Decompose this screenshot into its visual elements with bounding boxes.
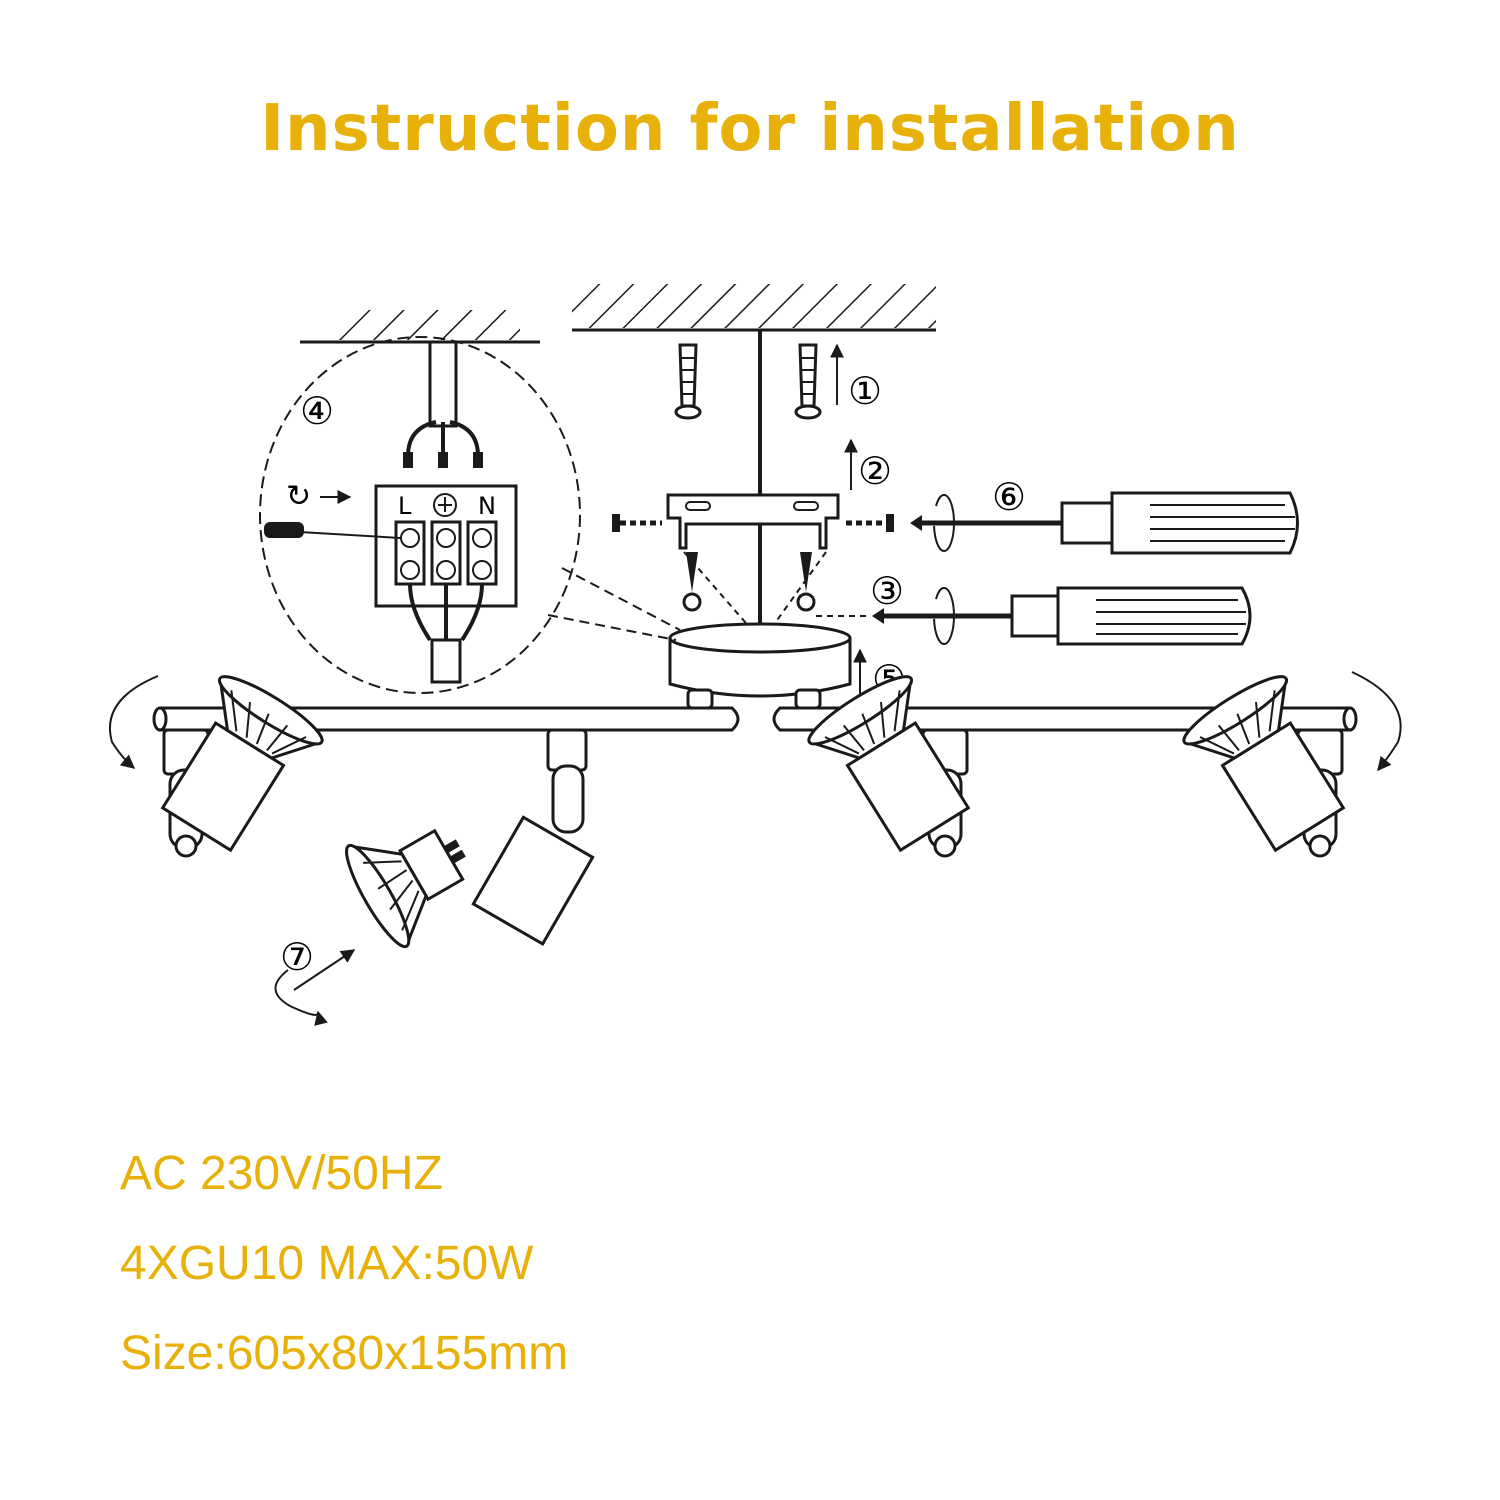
rotate-icon: ↻ (286, 479, 311, 514)
step-6-label: ⑥ (992, 475, 1026, 519)
base-screw-right (796, 552, 816, 612)
side-screw-right (846, 514, 894, 532)
small-screwdriver-icon (264, 522, 304, 538)
side-screw-left (612, 514, 662, 532)
spec-bulbs: 4XGU10 MAX:50W (120, 1237, 534, 1290)
screwdriver-3 (872, 586, 1252, 646)
spotlight-head-2 (471, 728, 595, 946)
canopy (668, 622, 852, 710)
step-7-label: ⑦ (280, 935, 314, 979)
step-2-label: ② (858, 449, 892, 493)
step-3-label: ③ (870, 569, 904, 613)
step-1-label: ① (848, 369, 882, 413)
spec-size: Size:605x80x155mm (120, 1327, 569, 1380)
rotate-arrow-left-icon (109, 675, 159, 769)
spotlight-head-1 (144, 665, 331, 863)
spec-voltage: AC 230V/50HZ (120, 1147, 443, 1200)
wall-plug-left (674, 343, 702, 420)
screwdriver-6 (910, 491, 1299, 555)
step-4-label: ④ (300, 389, 334, 433)
wall-plug-right (794, 343, 822, 420)
gu10-bulb (345, 828, 466, 949)
spotlight-head-4 (1175, 665, 1362, 863)
page-title: Instruction for installation (260, 92, 1240, 166)
rotate-arrow-right-icon (1351, 671, 1402, 772)
terminal-neutral-label: N (478, 492, 496, 520)
bulb-insert-arrow-icon (274, 949, 356, 1026)
wiring-detail: L N ↻ (264, 310, 540, 684)
detail-leader-lines (547, 567, 681, 641)
mounting-bracket (666, 493, 840, 550)
ceiling (572, 284, 936, 328)
base-screw-left (682, 552, 702, 612)
spotlight-head-3 (800, 665, 987, 863)
terminal-live-label: L (398, 492, 412, 520)
